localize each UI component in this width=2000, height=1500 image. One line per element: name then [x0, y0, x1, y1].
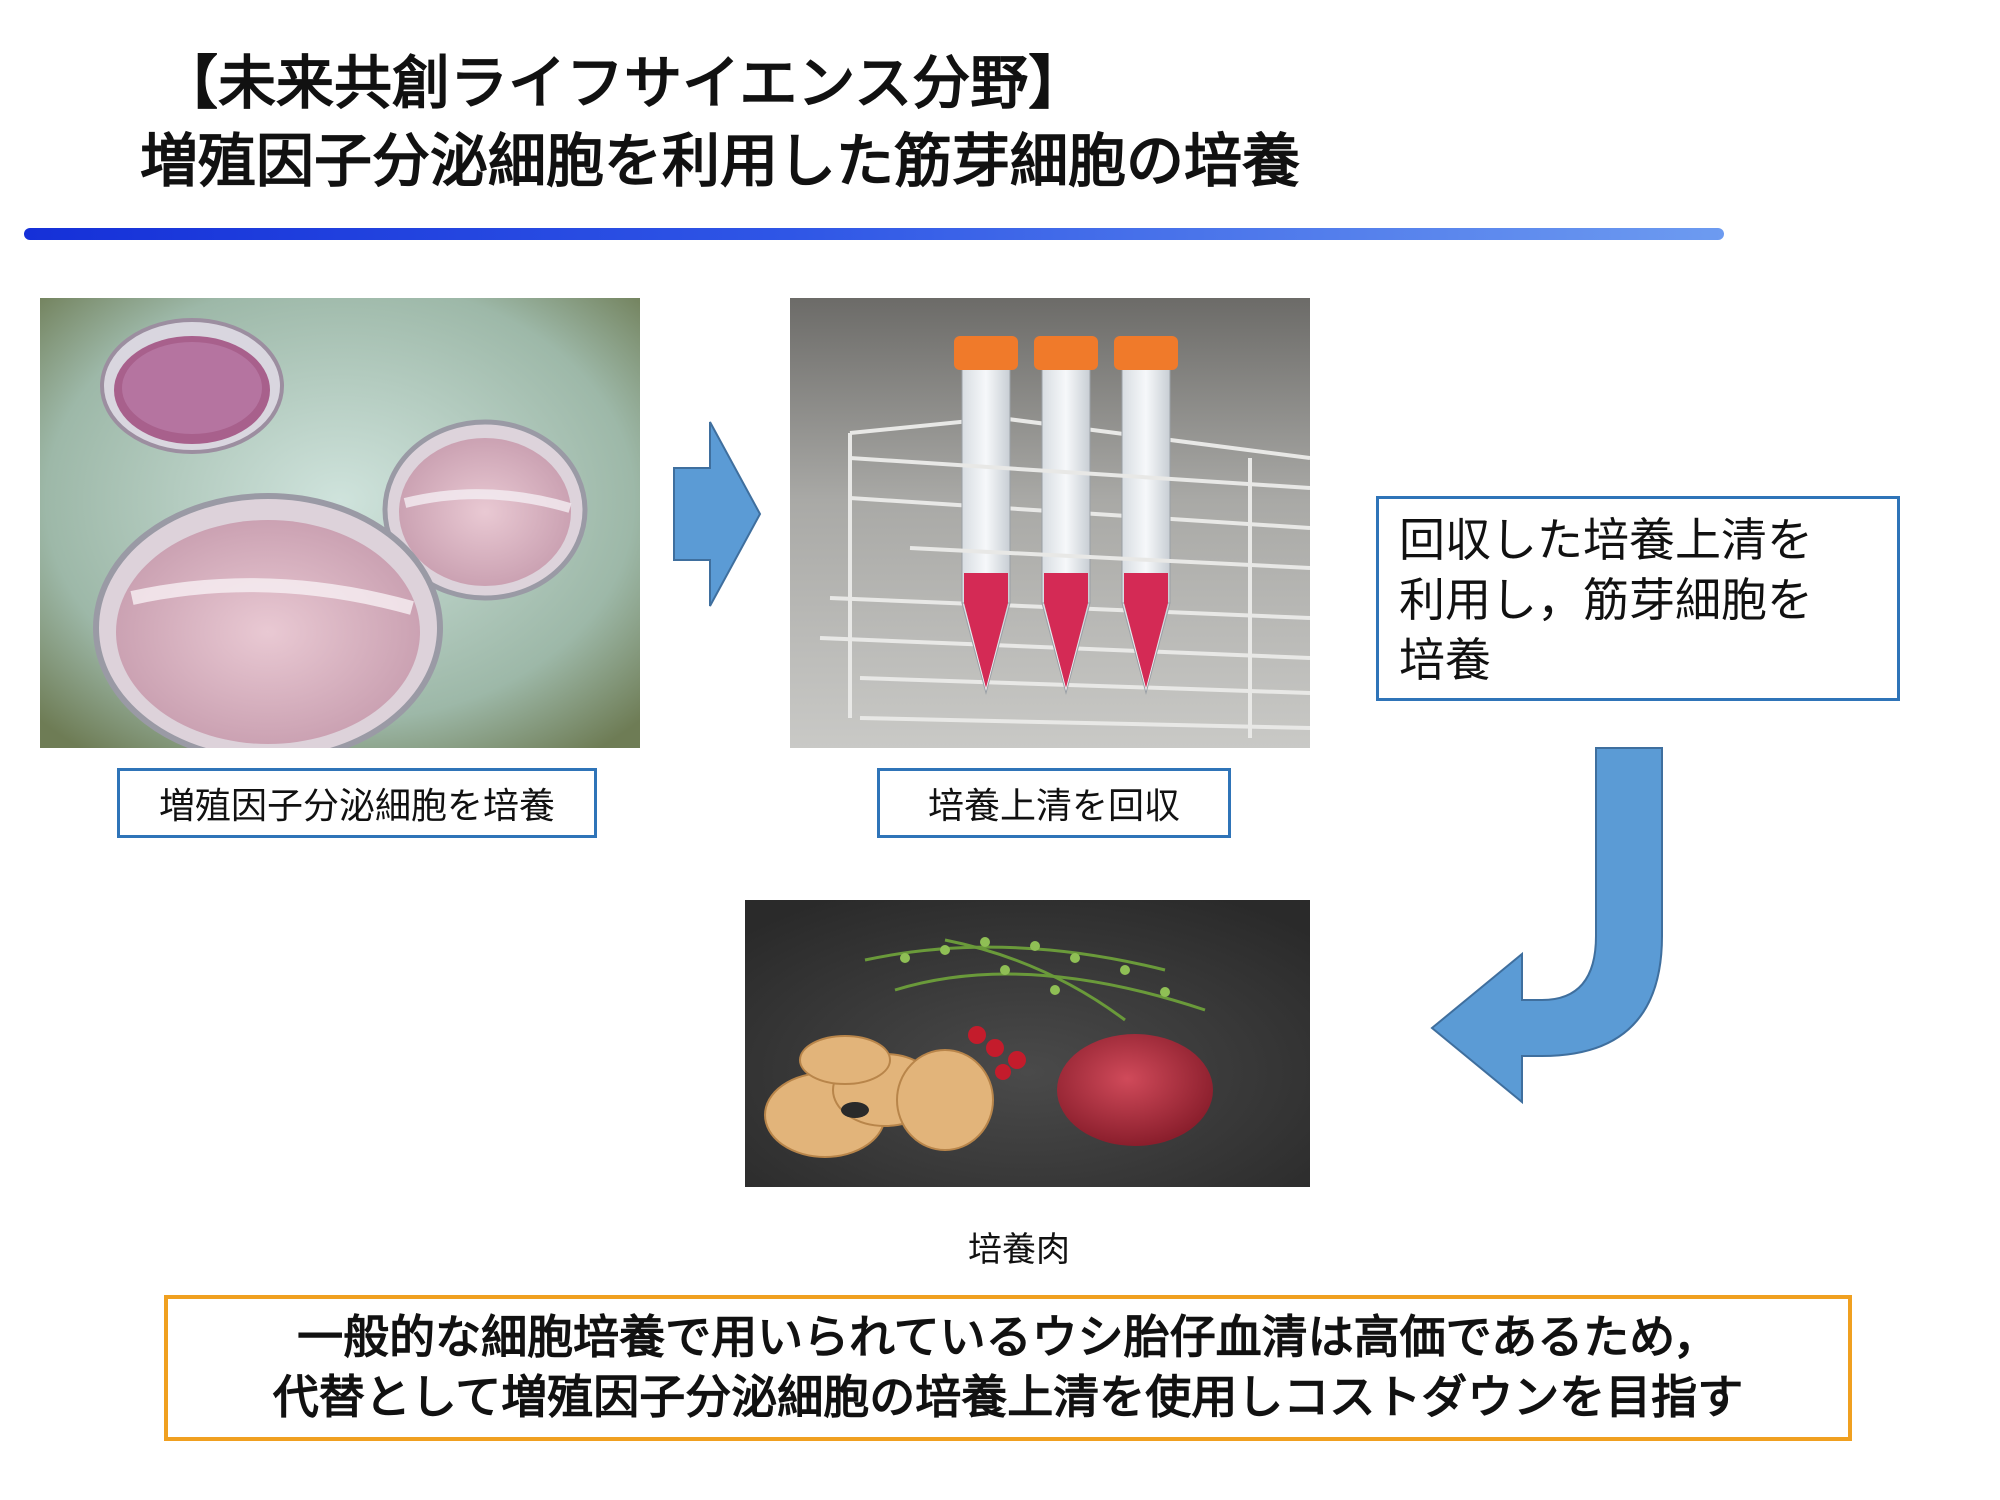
- note-line-3: 培養: [1399, 632, 1491, 687]
- collect-supernatant-label: 培養上清を回収: [877, 768, 1231, 838]
- culture-cells-label: 増殖因子分泌細胞を培養: [117, 768, 597, 838]
- page-title-line-1: 【未来共創ライフサイエンス分野】: [160, 49, 1087, 117]
- summary-line-2: 代替として増殖因子分泌細胞の培養上清を使用しコストダウンを目指す: [272, 1370, 1744, 1424]
- summary-line-1: 一般的な細胞培養で用いられているウシ胎仔血清は高価であるため，: [297, 1310, 1719, 1365]
- petri-dishes-photo: [40, 298, 640, 748]
- title-underline: [24, 228, 1724, 240]
- right-arrow-icon: [673, 421, 762, 607]
- centrifuge-tubes-photo: [790, 298, 1310, 748]
- cultured-meat-caption: 培養肉: [968, 1230, 1070, 1270]
- note-line-2: 利用し，筋芽細胞を: [1399, 572, 1813, 627]
- summary-box: 一般的な細胞培養で用いられているウシ胎仔血清は高価であるため， 代替として増殖因…: [164, 1295, 1852, 1441]
- cultured-meat-photo: [745, 900, 1310, 1187]
- page-title-line-2: 増殖因子分泌細胞を利用した筋芽細胞の培養: [140, 127, 1301, 195]
- note-box: 回収した培養上清を 利用し，筋芽細胞を 培養: [1376, 496, 1900, 701]
- curved-down-left-arrow-icon: [1430, 747, 1663, 1105]
- note-line-1: 回収した培養上清を: [1399, 513, 1813, 567]
